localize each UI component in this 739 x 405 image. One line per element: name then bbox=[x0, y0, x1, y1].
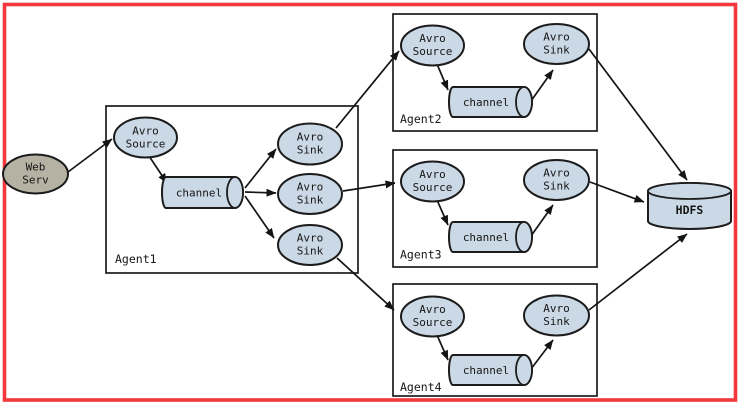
arrow-webserv-to-agent1-source bbox=[67, 138, 113, 173]
agent1-avro-sink3-node bbox=[277, 224, 343, 266]
web-server-label-line1: Web bbox=[26, 161, 46, 174]
arrow-agent4-channel-to-sink bbox=[530, 339, 554, 370]
arrows bbox=[67, 48, 688, 370]
hdfs-label: HDFS bbox=[676, 203, 704, 217]
agent3-avro-sink-node bbox=[523, 159, 590, 201]
web-server-node bbox=[2, 153, 69, 195]
arrow-agent3-source-to-channel bbox=[436, 199, 449, 226]
agent2-box bbox=[392, 13, 598, 132]
agent4-label: Agent4 bbox=[400, 380, 442, 394]
arrow-agent2-source-to-channel bbox=[436, 63, 449, 91]
agent4-source-label-line2: Source bbox=[413, 316, 453, 329]
agent2-label: Agent2 bbox=[400, 112, 442, 126]
agent2-source-label-line1: Avro bbox=[419, 32, 446, 45]
agent4-channel-label: channel bbox=[463, 364, 509, 377]
agent2-avro-sink-node bbox=[523, 23, 590, 65]
agent1-sink3-label-line1: Avro bbox=[297, 232, 324, 245]
arrow-agent4-source-to-channel bbox=[436, 334, 449, 361]
agent4-channel-rim bbox=[515, 354, 533, 386]
hdfs-cylinder-top bbox=[647, 182, 732, 200]
agent2-channel-rim bbox=[515, 86, 533, 118]
agent4-sink-label-line1: Avro bbox=[543, 302, 570, 315]
agent1-label: Agent1 bbox=[115, 252, 157, 266]
agent1-avro-source-node bbox=[113, 116, 178, 159]
agent4-avro-sink-node bbox=[523, 294, 590, 337]
agent4-source-label-line1: Avro bbox=[419, 303, 446, 316]
agent3-channel-rim bbox=[515, 221, 533, 253]
agent3-box bbox=[392, 149, 598, 268]
agent2-source-label-line2: Source bbox=[413, 45, 453, 58]
arrow-agent1-channel-to-sink2 bbox=[244, 188, 277, 197]
agent1-avro-sink1-node bbox=[277, 122, 343, 166]
agent1-source-label-line1: Avro bbox=[132, 125, 159, 138]
agent1-sink1-label-line2: Sink bbox=[297, 144, 324, 157]
arrow-sink1-to-agent2-source bbox=[335, 50, 400, 129]
agent3-label: Agent3 bbox=[400, 248, 442, 262]
agent1-sink2-label-line2: Sink bbox=[297, 194, 324, 207]
web-server-label-line2: Serv bbox=[22, 174, 49, 187]
agent1-channel-rim bbox=[226, 176, 244, 209]
agent4-box bbox=[392, 283, 598, 397]
arrow-agent1-channel-to-sink3 bbox=[244, 195, 275, 239]
agent1-sink3-label-line2: Sink bbox=[297, 245, 324, 258]
agent1-sink1-label-line1: Avro bbox=[297, 131, 324, 144]
arrow-sink2-to-agent3-source bbox=[342, 180, 396, 192]
arrow-agent3-channel-to-sink bbox=[530, 204, 554, 237]
agent3-avro-source-node bbox=[400, 160, 465, 203]
agent2-channel-label: channel bbox=[463, 96, 509, 109]
arrow-sink3-to-agent4-source bbox=[336, 257, 395, 311]
agent1-sink2-label-line1: Avro bbox=[297, 181, 324, 194]
agent3-source-label-line2: Source bbox=[413, 181, 453, 194]
arrow-agent4-sink-to-hdfs bbox=[588, 233, 688, 311]
agent2-avro-source-node bbox=[400, 24, 465, 67]
agent1-source-label-line2: Source bbox=[126, 138, 166, 151]
agent3-channel-label: channel bbox=[463, 231, 509, 244]
agent2-sink-label-line1: Avro bbox=[543, 31, 570, 44]
agent4-sink-label-line2: Sink bbox=[543, 315, 570, 328]
agent3-sink-label-line2: Sink bbox=[543, 180, 570, 193]
arrow-agent3-sink-to-hdfs bbox=[589, 181, 645, 203]
agent3-source-label-line1: Avro bbox=[419, 168, 446, 181]
agent3-sink-label-line1: Avro bbox=[543, 167, 570, 180]
arrow-agent2-channel-to-sink bbox=[530, 69, 554, 102]
agent1-avro-sink2-node bbox=[277, 173, 343, 215]
agent2-sink-label-line2: Sink bbox=[543, 44, 570, 57]
arrow-agent1-channel-to-sink1 bbox=[244, 148, 277, 189]
agent4-avro-source-node bbox=[400, 295, 465, 338]
arrow-agent2-sink-to-hdfs bbox=[588, 48, 688, 181]
agent1-channel-label: channel bbox=[176, 187, 222, 200]
